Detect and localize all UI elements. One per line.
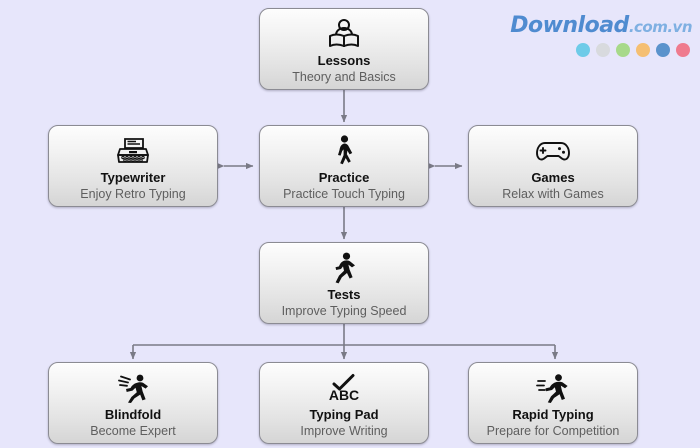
svg-text:ABC: ABC [329, 387, 359, 403]
dot-cyan [576, 43, 590, 57]
dot-blue [656, 43, 670, 57]
node-title: Practice [318, 170, 370, 185]
node-lessons[interactable]: Lessons Theory and Basics [259, 8, 429, 90]
node-subtitle: Relax with Games [502, 187, 604, 201]
node-rapid[interactable]: Rapid Typing Prepare for Competition [468, 362, 638, 444]
node-tests[interactable]: Tests Improve Typing Speed [259, 242, 429, 324]
abc-checkmark-icon: ABC [326, 371, 362, 405]
node-typewriter[interactable]: Typewriter Enjoy Retro Typing [48, 125, 218, 207]
node-title: Tests [327, 287, 361, 302]
node-title: Rapid Typing [512, 407, 594, 422]
running-person-icon [331, 251, 357, 285]
node-subtitle: Improve Typing Speed [281, 304, 407, 318]
person-reading-book-icon [328, 17, 360, 51]
watermark-dots [492, 43, 692, 57]
dot-gray [596, 43, 610, 57]
dot-orange [636, 43, 650, 57]
node-games[interactable]: Games Relax with Games [468, 125, 638, 207]
node-subtitle: Become Expert [90, 424, 176, 438]
fast-running-person-icon [536, 371, 570, 405]
node-typingpad[interactable]: ABC Typing Pad Improve Writing [259, 362, 429, 444]
node-subtitle: Enjoy Retro Typing [80, 187, 186, 201]
node-blindfold[interactable]: Blindfold Become Expert [48, 362, 218, 444]
walking-person-icon [332, 134, 356, 168]
gamepad-icon [535, 134, 571, 168]
node-subtitle: Prepare for Competition [486, 424, 620, 438]
sprinting-person-icon [116, 371, 150, 405]
watermark-text: Download.com.vn [492, 14, 692, 38]
node-subtitle: Theory and Basics [292, 70, 396, 84]
download-com-vn-watermark: Download.com.vn [492, 14, 693, 66]
node-title: Typing Pad [309, 407, 379, 422]
node-title: Lessons [317, 53, 371, 68]
typewriter-icon [116, 134, 150, 168]
dot-pink [676, 43, 690, 57]
node-subtitle: Practice Touch Typing [283, 187, 405, 201]
node-title: Typewriter [100, 170, 166, 185]
dot-green [616, 43, 630, 57]
node-practice[interactable]: Practice Practice Touch Typing [259, 125, 429, 207]
node-subtitle: Improve Writing [300, 424, 388, 438]
node-title: Blindfold [104, 407, 162, 422]
watermark-tld: .com.vn [628, 18, 693, 36]
watermark-brand: Download [510, 13, 629, 38]
node-title: Games [531, 170, 575, 185]
